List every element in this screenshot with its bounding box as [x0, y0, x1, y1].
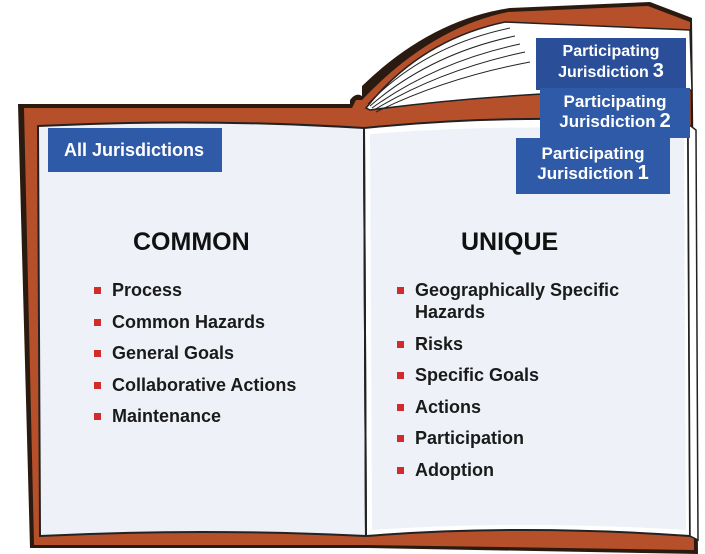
- list-item: General Goals: [92, 342, 354, 364]
- list-item: Maintenance: [92, 405, 354, 427]
- unique-list: Geographically Specific Hazards Risks Sp…: [395, 279, 675, 490]
- list-item: Common Hazards: [92, 311, 354, 333]
- list-item: Process: [92, 279, 354, 301]
- list-item: Participation: [395, 427, 675, 449]
- unique-heading: UNIQUE: [461, 228, 559, 256]
- list-item: Actions: [395, 396, 675, 418]
- list-item: Adoption: [395, 459, 675, 481]
- list-item: Risks: [395, 333, 675, 355]
- book-spine: [363, 127, 367, 537]
- list-item: Geographically Specific Hazards: [395, 279, 655, 323]
- common-heading: COMMON: [133, 228, 250, 256]
- tab-all-jurisdictions: All Jurisdictions: [48, 128, 222, 172]
- list-item: Specific Goals: [395, 364, 675, 386]
- common-list: Process Common Hazards General Goals Col…: [92, 279, 354, 437]
- list-item: Collaborative Actions: [92, 374, 354, 396]
